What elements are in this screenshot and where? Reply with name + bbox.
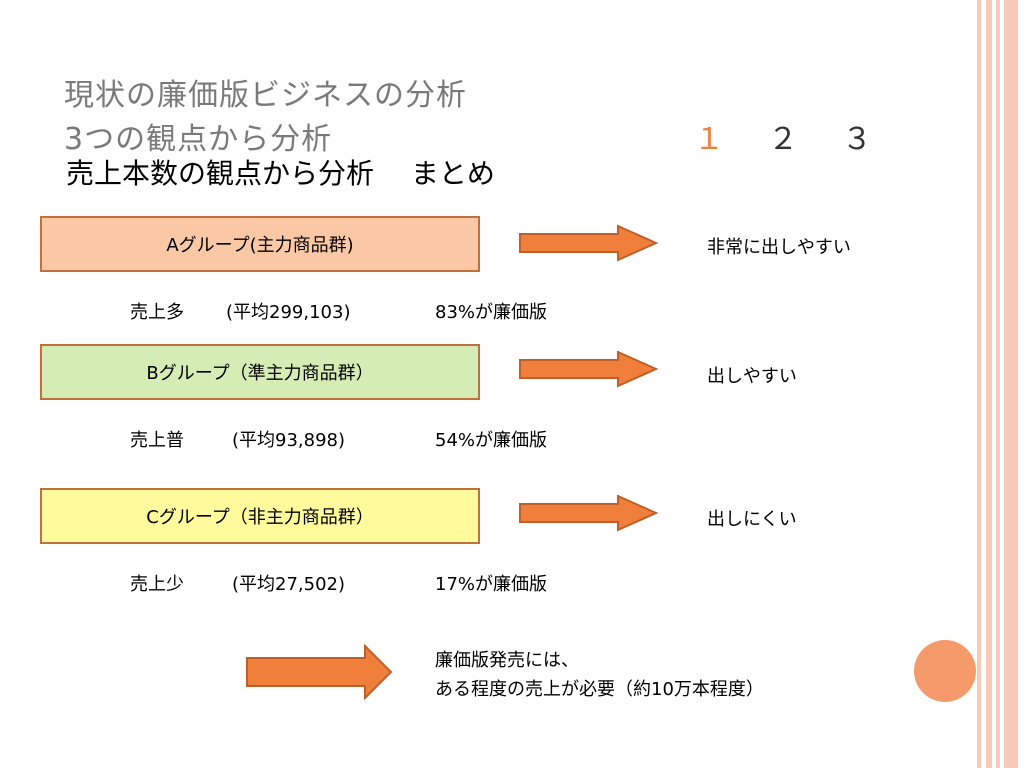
group-a-average: (平均299,103)	[226, 302, 351, 323]
decor-stripe-3	[996, 0, 1000, 768]
group-b-label: Bグループ（準主力商品群）	[146, 363, 374, 384]
page-title-line1: 現状の廉価版ビジネスの分析	[64, 78, 467, 113]
group-b-ratio: 54%が廉価版	[435, 430, 548, 451]
decor-stripe-4	[1004, 0, 1018, 768]
conclusion-line1: 廉価版発売には、	[435, 650, 579, 671]
group-a-result: 非常に出しやすい	[707, 237, 851, 258]
decor-circle	[914, 640, 976, 702]
decor-stripe-1	[977, 0, 981, 768]
section-subtitle: 売上本数の観点から分析 まとめ	[66, 157, 495, 190]
group-c-sales: 売上少	[130, 574, 184, 595]
group-b-result: 出しやすい	[707, 366, 797, 387]
arrow-right-icon	[519, 224, 659, 262]
group-c-box: Cグループ（非主力商品群）	[40, 488, 480, 544]
group-b-sales: 売上普	[130, 430, 184, 451]
group-c-average: (平均27,502)	[232, 574, 346, 595]
group-b-average: (平均93,898)	[232, 430, 346, 451]
group-a-ratio: 83%が廉価版	[435, 302, 548, 323]
conclusion-line2: ある程度の売上が必要（約10万本程度）	[435, 679, 764, 700]
group-a-sales: 売上多	[130, 302, 184, 323]
decor-stripe-2	[986, 0, 992, 768]
group-c-result: 出しにくい	[707, 509, 797, 530]
group-b-box: Bグループ（準主力商品群）	[40, 344, 480, 400]
section-number-1: １	[694, 122, 724, 157]
page-title-line2: 3つの観点から分析	[64, 122, 333, 157]
section-number-3: ３	[842, 122, 872, 157]
group-a-box: Aグループ(主力商品群)	[40, 216, 480, 272]
section-number-2: ２	[768, 122, 798, 157]
arrow-right-icon	[519, 494, 659, 532]
arrow-right-icon	[246, 644, 393, 700]
group-a-label: Aグループ(主力商品群)	[166, 235, 354, 256]
arrow-right-icon	[519, 350, 659, 388]
group-c-label: Cグループ（非主力商品群）	[146, 507, 374, 528]
group-c-ratio: 17%が廉価版	[435, 574, 548, 595]
